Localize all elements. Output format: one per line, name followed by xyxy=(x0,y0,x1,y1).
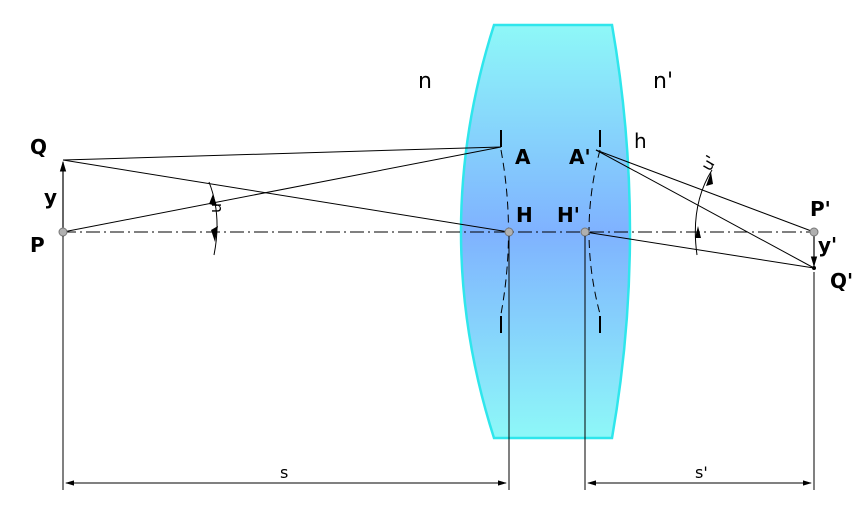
label-n-prime: n' xyxy=(653,69,673,94)
point-P xyxy=(58,227,68,237)
label-P: P xyxy=(30,233,45,257)
label-s: s xyxy=(280,463,288,482)
label-u: u xyxy=(206,203,225,213)
image-rays xyxy=(584,149,815,269)
label-n: n xyxy=(418,69,432,94)
label-P-prime: P' xyxy=(810,197,831,221)
label-H-prime: H' xyxy=(557,203,580,227)
point-Q-prime xyxy=(812,266,816,270)
angle-arc-u-prime xyxy=(694,169,713,256)
point-P-prime xyxy=(809,227,819,237)
label-u-prime: u' xyxy=(697,152,721,174)
label-Q: Q xyxy=(30,135,47,159)
label-H: H xyxy=(516,203,533,227)
label-y-prime: y' xyxy=(818,233,837,257)
label-y: y xyxy=(44,185,57,209)
label-A: A xyxy=(515,145,531,169)
angle-arc-u xyxy=(208,181,218,256)
label-A-prime: A' xyxy=(569,145,591,169)
label-Q-prime: Q' xyxy=(830,269,853,293)
label-h: h xyxy=(634,129,647,153)
label-s-prime: s' xyxy=(695,463,708,482)
dimension-extension-lines xyxy=(62,236,815,490)
point-H-prime xyxy=(580,227,590,237)
object-rays xyxy=(62,146,510,233)
point-H xyxy=(504,227,514,237)
